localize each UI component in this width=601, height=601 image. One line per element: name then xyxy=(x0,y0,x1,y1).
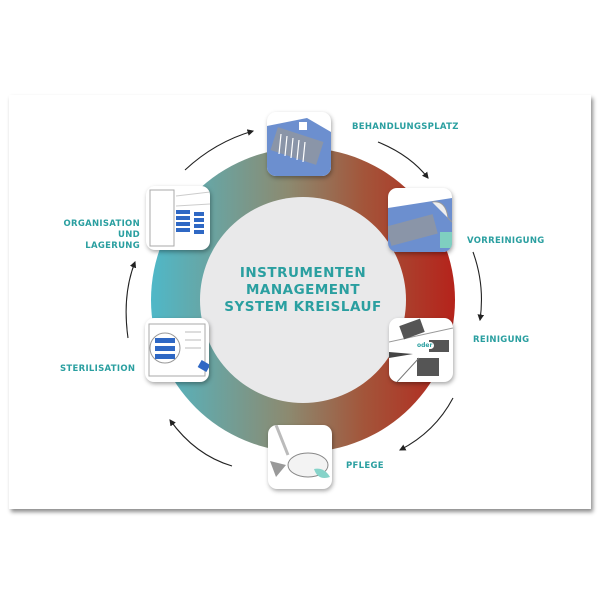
center-disc xyxy=(200,197,406,403)
title-line: MANAGEMENT xyxy=(245,282,361,298)
arrow-3 xyxy=(472,251,485,322)
or-badge: oder xyxy=(415,342,435,349)
step-label-vorreinigung: VORREINIGUNG xyxy=(467,236,545,246)
cleaning-icon: oder xyxy=(389,318,453,382)
step-label-sterilisation: STERILISATION xyxy=(60,364,136,374)
diagram-title: INSTRUMENTEN MANAGEMENT SYSTEM KREISLAUF xyxy=(203,265,403,316)
step-label-pflege: PFLEGE xyxy=(346,461,384,471)
step-label-behandlungsplatz: BEHANDLUNGSPLATZ xyxy=(352,122,459,132)
title-line: SYSTEM KREISLAUF xyxy=(224,299,382,315)
storage-cabinet-icon xyxy=(146,186,210,250)
title-line: INSTRUMENTEN xyxy=(239,265,367,281)
arrow-4 xyxy=(399,397,454,451)
pre-cleaning-icon xyxy=(388,188,452,252)
step-label-organisation: ORGANISATION UND LAGERUNG xyxy=(62,219,140,252)
arrow-5 xyxy=(169,419,233,467)
care-oil-icon xyxy=(268,425,332,489)
arrow-6 xyxy=(125,260,137,339)
treatment-tray-icon xyxy=(267,112,331,176)
label-line: ORGANISATION xyxy=(63,219,140,229)
arrow-2 xyxy=(377,141,429,179)
label-line: UND LAGERUNG xyxy=(85,230,140,251)
sterilizer-icon xyxy=(145,318,209,382)
arrow-1 xyxy=(184,129,255,171)
step-label-reinigung: REINIGUNG xyxy=(473,335,530,345)
